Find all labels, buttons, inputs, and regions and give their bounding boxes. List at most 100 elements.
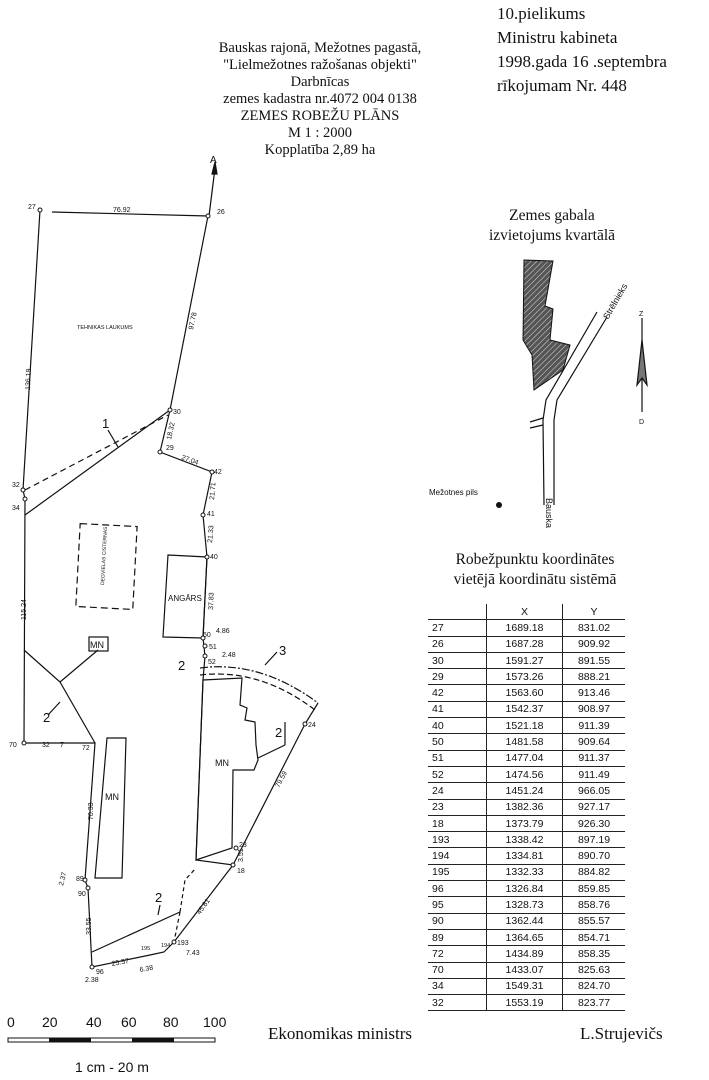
appendix-line: Ministru kabineta: [497, 28, 618, 47]
cell-x: 1334.81: [486, 847, 563, 865]
distance-label: 33.55: [86, 917, 93, 935]
distance-label: 97.78: [188, 312, 199, 331]
point-label: 195: [141, 946, 150, 952]
cell-x: 1573.26: [486, 668, 563, 686]
cell-x: 1382.36: [486, 799, 563, 816]
cell-x: 1553.19: [486, 994, 563, 1012]
cell-point: 195: [428, 864, 487, 882]
distance-label: 6.38: [139, 965, 154, 974]
cell-y: 825.63: [562, 962, 625, 979]
servitude-number: 3: [279, 643, 286, 658]
cell-point: 50: [428, 733, 487, 751]
road-right-edge: [553, 316, 608, 505]
boundary-west: [22, 209, 234, 968]
parcel-location-hatch: [522, 259, 571, 391]
distance-label: 21.33: [207, 525, 216, 543]
point-label: 23: [239, 842, 247, 849]
distance-label: 79.59: [275, 770, 289, 789]
scale-caption: 1 cm - 20 m: [75, 1059, 149, 1075]
cell-point: 29: [428, 668, 487, 686]
compass-arrow-icon: [636, 339, 648, 388]
servitude-line-3: [199, 666, 319, 704]
cell-y: 823.77: [562, 994, 625, 1012]
cell-point: 32: [428, 994, 487, 1012]
point-label: 24: [308, 722, 316, 729]
column-header-y: Y: [562, 604, 625, 621]
cell-y: 913.46: [562, 684, 625, 702]
column-header-x: X: [486, 604, 563, 621]
title-heading: ZEMES ROBEŽU PLĀNS: [240, 108, 400, 124]
cell-y: 927.17: [562, 799, 625, 816]
cell-y: 908.97: [562, 701, 625, 719]
scale-bar: [7, 1037, 216, 1043]
distance-label: 2.38: [85, 977, 99, 984]
point-label: 26: [217, 209, 225, 216]
cell-point: 40: [428, 717, 487, 735]
title-location: Bauskas rajonā, Mežotnes pagastā,: [218, 40, 422, 56]
point-label: 70: [9, 742, 17, 749]
mn-small-building: [88, 636, 109, 652]
point-label: 32: [12, 482, 20, 489]
cell-point: 23: [428, 799, 487, 816]
distance-label: 3.51: [238, 848, 245, 862]
inset-title: Zemes gabala izvietojums kvartālā: [452, 206, 652, 246]
title-area: Kopplatība 2,89 ha: [264, 142, 376, 158]
cell-x: 1477.04: [486, 750, 563, 767]
north-arrow-icon: [211, 161, 218, 175]
title-cadastre: zemes kadastra nr.4072 004 0138: [223, 91, 417, 107]
servitude-number: 2: [275, 725, 282, 740]
cell-y: 891.55: [562, 652, 625, 670]
boundary-east: [51, 211, 319, 866]
scale-tick: 40: [86, 1014, 102, 1030]
area-label-mn: MN: [215, 758, 229, 768]
cell-point: 95: [428, 896, 487, 914]
cell-y: 824.70: [562, 978, 625, 996]
point-label: 90: [78, 891, 86, 898]
area-label-hangar: ANGĀRS: [168, 594, 202, 603]
signatory-name: L.Strujevičs: [580, 1024, 663, 1043]
point-label: 89: [76, 876, 84, 883]
cell-y: 884.82: [562, 864, 625, 882]
area-label-tank: DEGVIELAS CISTERNAS: [100, 526, 109, 585]
inset-map: Strēlnieks Bauska Mežotnes pils Z D: [429, 259, 648, 528]
title-name: Darbnīcas: [290, 74, 350, 90]
cell-x: 1521.18: [486, 717, 563, 735]
distance-label: 25.57: [111, 958, 130, 968]
document-title: Bauskas rajonā, Mežotnes pagastā, "Lielm…: [200, 40, 440, 159]
point-label: 40: [210, 554, 218, 561]
appendix-line: 10.pielikums: [497, 4, 586, 23]
scale-tick: 100: [203, 1014, 227, 1030]
distance-label: 2.48: [222, 652, 236, 659]
distance-label: 4.86: [216, 628, 230, 635]
cell-point: 27: [428, 619, 487, 637]
area-label-field: TEHNIKAS LAUKUMS: [77, 325, 133, 331]
cell-point: 90: [428, 913, 487, 930]
cell-y: 911.39: [562, 717, 625, 735]
cell-point: 26: [428, 636, 487, 653]
cell-y: 831.02: [562, 619, 625, 637]
point-label: 51: [209, 644, 217, 651]
distance-label: 37.83: [208, 592, 216, 610]
coordinates-title: Robežpunktu koordinātes vietējā koordinā…: [415, 550, 655, 590]
cell-x: 1338.42: [486, 831, 563, 849]
scale-tick: 80: [163, 1014, 179, 1030]
area-label-mn: MN: [105, 792, 119, 802]
cell-point: 194: [428, 847, 487, 865]
inset-title-line: izvietojums kvartālā: [488, 227, 616, 244]
